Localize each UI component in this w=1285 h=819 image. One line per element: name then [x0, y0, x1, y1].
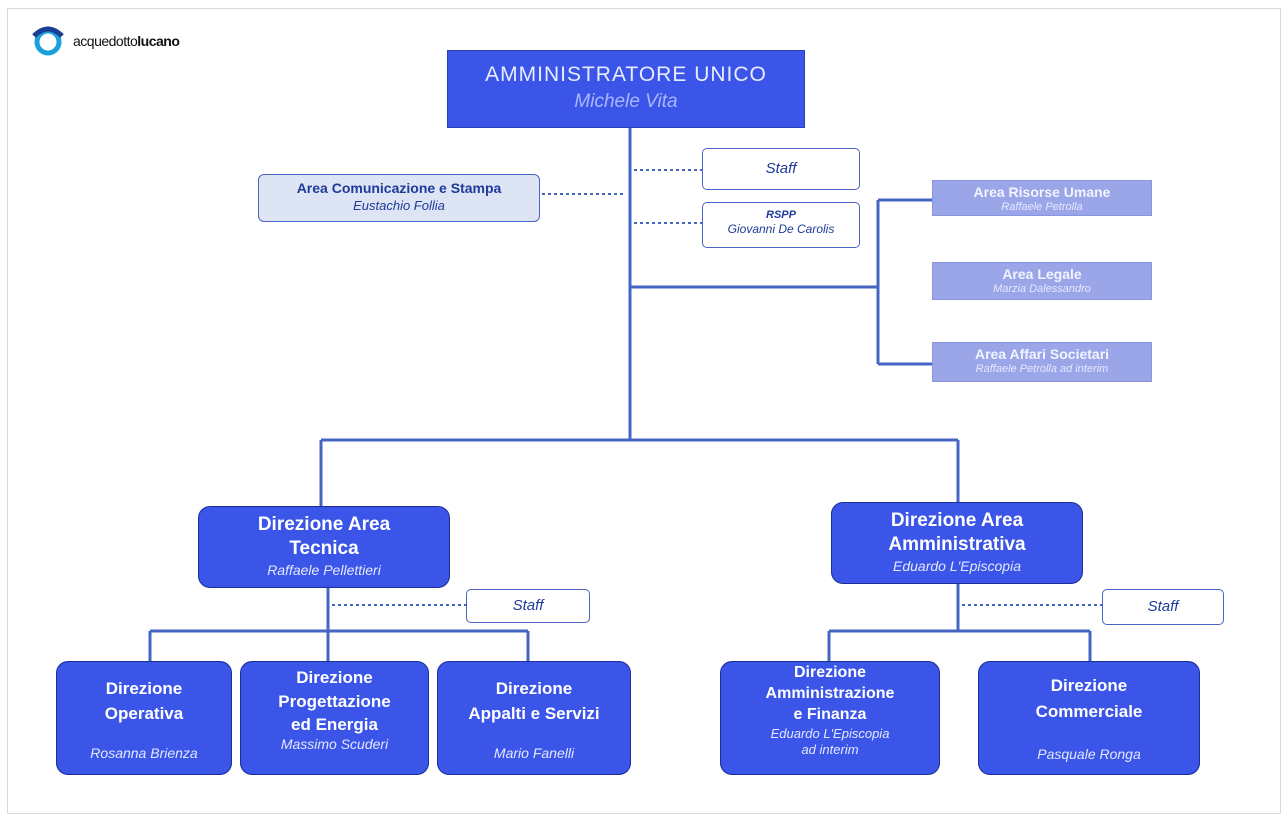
area-comunicazione-title: Area Comunicazione e Stampa	[296, 180, 502, 196]
direzione-commerciale-box: Direzione Commerciale Pasquale Ronga	[978, 661, 1200, 775]
direzione-area-amministrativa-box: Direzione Area Amministrativa Eduardo L'…	[831, 502, 1083, 584]
staff-label: Staff	[512, 597, 544, 614]
rspp-name: Giovanni De Carolis	[727, 222, 835, 236]
amministratore-unico-title: AMMINISTRATORE UNICO	[485, 63, 767, 86]
direzione-title: Amministrazione	[765, 685, 895, 702]
direzione-name: Rosanna Brienza	[90, 745, 198, 761]
direzione-name: Raffaele Pellettieri	[267, 562, 381, 578]
direzione-title: Direzione	[1050, 676, 1128, 695]
logo-mark-icon	[32, 26, 64, 56]
direzione-area-tecnica-box: Direzione Area Tecnica Raffaele Pelletti…	[198, 506, 450, 588]
direzione-name: ad interim	[801, 742, 859, 757]
direzione-title: Direzione	[296, 668, 373, 687]
direzione-title: ed Energia	[291, 715, 378, 734]
amministratore-unico-box: AMMINISTRATORE UNICO Michele Vita	[447, 50, 805, 128]
company-logo: acquedottolucano	[30, 26, 180, 56]
area-title: Area Affari Societari	[974, 346, 1110, 362]
area-name: Raffaele Petrolla ad interim	[975, 363, 1109, 375]
amministratore-unico-name: Michele Vita	[574, 91, 678, 112]
staff-label: Staff	[765, 160, 797, 177]
direzione-title: e Finanza	[793, 706, 867, 723]
direzione-title: Direzione Area	[890, 510, 1024, 531]
direzione-name: Mario Fanelli	[493, 745, 575, 761]
direzione-amministrazione-finanza-box: Direzione Amministrazione e Finanza Edua…	[720, 661, 940, 775]
direzione-appalti-box: Direzione Appalti e Servizi Mario Fanell…	[437, 661, 631, 775]
direzione-title: Tecnica	[289, 538, 359, 559]
staff-box-tecnica: Staff	[466, 589, 590, 623]
direzione-title: Direzione	[793, 664, 866, 681]
direzione-name: Pasquale Ronga	[1037, 746, 1141, 762]
area-name: Marzia Dalessandro	[993, 283, 1091, 295]
direzione-title: Appalti e Servizi	[468, 704, 600, 723]
area-comunicazione-name: Eustachio Follia	[353, 198, 445, 213]
area-risorse-umane-box: Area Risorse Umane Raffaele Petrolla	[932, 180, 1152, 216]
direzione-title: Commerciale	[1035, 702, 1143, 721]
logo-text: acquedottolucano	[73, 33, 180, 49]
area-title: Area Risorse Umane	[973, 184, 1111, 200]
direzione-name: Massimo Scuderi	[280, 736, 389, 752]
direzione-title: Direzione	[495, 679, 573, 698]
rspp-title: RSPP	[766, 209, 796, 221]
direzione-title: Amministrativa	[888, 534, 1026, 555]
direzione-title: Progettazione	[278, 692, 391, 711]
area-affari-societari-box: Area Affari Societari Raffaele Petrolla …	[932, 342, 1152, 382]
area-comunicazione-box: Area Comunicazione e Stampa Eustachio Fo…	[258, 174, 540, 222]
direzione-progettazione-box: Direzione Progettazione ed Energia Massi…	[240, 661, 429, 775]
staff-box-amministrativa: Staff	[1102, 589, 1224, 625]
area-legale-box: Area Legale Marzia Dalessandro	[932, 262, 1152, 300]
direzione-title: Operativa	[104, 704, 184, 723]
rspp-box: RSPP Giovanni De Carolis	[702, 202, 860, 248]
direzione-title: Direzione	[105, 679, 183, 698]
area-title: Area Legale	[1002, 266, 1082, 282]
direzione-operativa-box: Direzione Operativa Rosanna Brienza	[56, 661, 232, 775]
staff-label: Staff	[1147, 598, 1179, 615]
area-name: Raffaele Petrolla	[1001, 201, 1083, 213]
staff-box-top: Staff	[702, 148, 860, 190]
direzione-name: Eduardo L'Episcopia	[770, 726, 890, 741]
direzione-title: Direzione Area	[257, 514, 391, 535]
direzione-name: Eduardo L'Episcopia	[893, 558, 1021, 574]
